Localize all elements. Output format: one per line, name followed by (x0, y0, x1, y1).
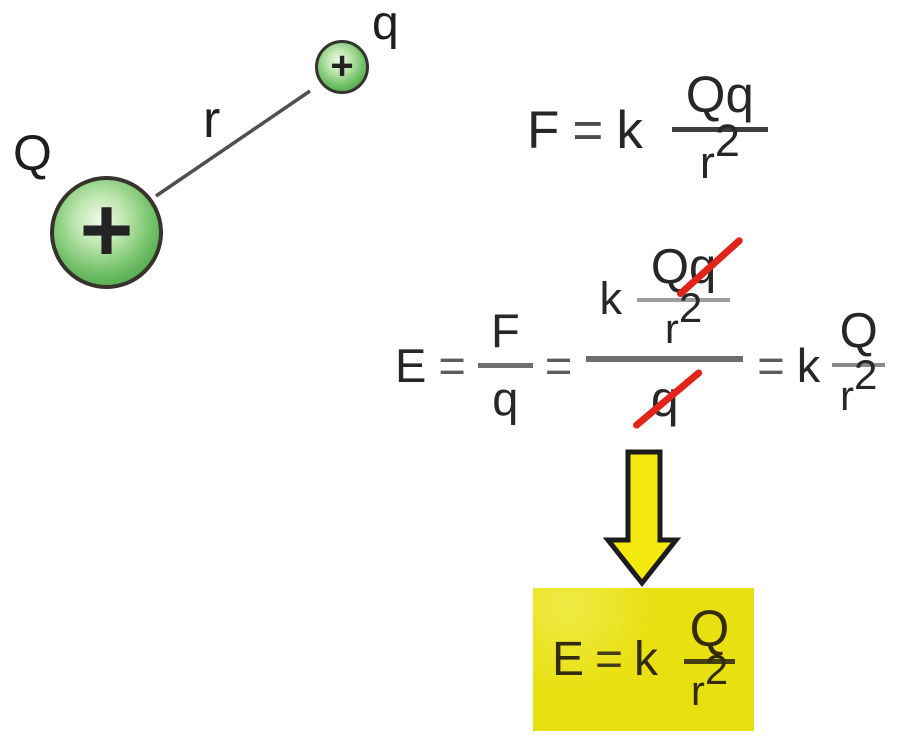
numerator-Q: Q (689, 599, 730, 657)
numerator-Qq: Qq (685, 66, 754, 123)
exponent-2: 2 (678, 284, 703, 331)
small-charge-label: q (372, 0, 399, 50)
exponent-2: 2 (854, 350, 878, 398)
down-arrow-icon (603, 449, 681, 588)
distance-line (155, 89, 311, 198)
charge-diagram: q Q r + + (0, 0, 460, 310)
large-charge-label: Q (13, 125, 52, 181)
equals-sign: = (544, 338, 573, 392)
numerator-F: F (490, 303, 520, 357)
field-symbol: E (395, 338, 427, 392)
denominator-r: r (840, 371, 855, 419)
large-charge-icon: + (50, 176, 163, 289)
compound-denominator: q (631, 362, 704, 490)
fraction-bar (671, 127, 768, 132)
exponent-2: 2 (704, 645, 729, 693)
numerator-Q: Q (839, 303, 878, 358)
coulomb-constant: k (634, 632, 659, 686)
equals-sign: = (757, 338, 785, 392)
denominator-r: r (699, 137, 715, 188)
equals-sign: = (572, 100, 604, 160)
fraction-F-over-q: F q (477, 300, 533, 431)
coulomb-constant: k (599, 272, 623, 324)
equals-sign: = (438, 338, 466, 392)
large-plus-icon: + (79, 178, 134, 281)
compound-fraction: k Qq r2 q (586, 235, 744, 490)
small-plus-icon: + (330, 43, 354, 88)
field-symbol: E (551, 632, 584, 686)
distance-label: r (203, 91, 221, 149)
denominator-q: q (492, 371, 519, 425)
numerator-Q: Q (650, 240, 689, 294)
exponent-2: 2 (714, 114, 740, 166)
fraction-bar (477, 362, 533, 368)
denominator-r: r (690, 666, 705, 714)
fraction-bar (684, 658, 736, 664)
fraction-bar (637, 298, 731, 302)
coulomb-constant: k (616, 100, 643, 160)
denominator-r: r (664, 305, 679, 352)
equals-sign: = (594, 632, 624, 686)
fraction-bar (832, 362, 886, 367)
small-charge-icon: + (315, 40, 369, 94)
cancelled-q: q (631, 368, 704, 430)
cancelled-q: q (675, 235, 744, 299)
coulomb-constant: k (796, 338, 821, 392)
force-symbol: F (527, 100, 560, 160)
main-fraction-bar (586, 356, 744, 362)
